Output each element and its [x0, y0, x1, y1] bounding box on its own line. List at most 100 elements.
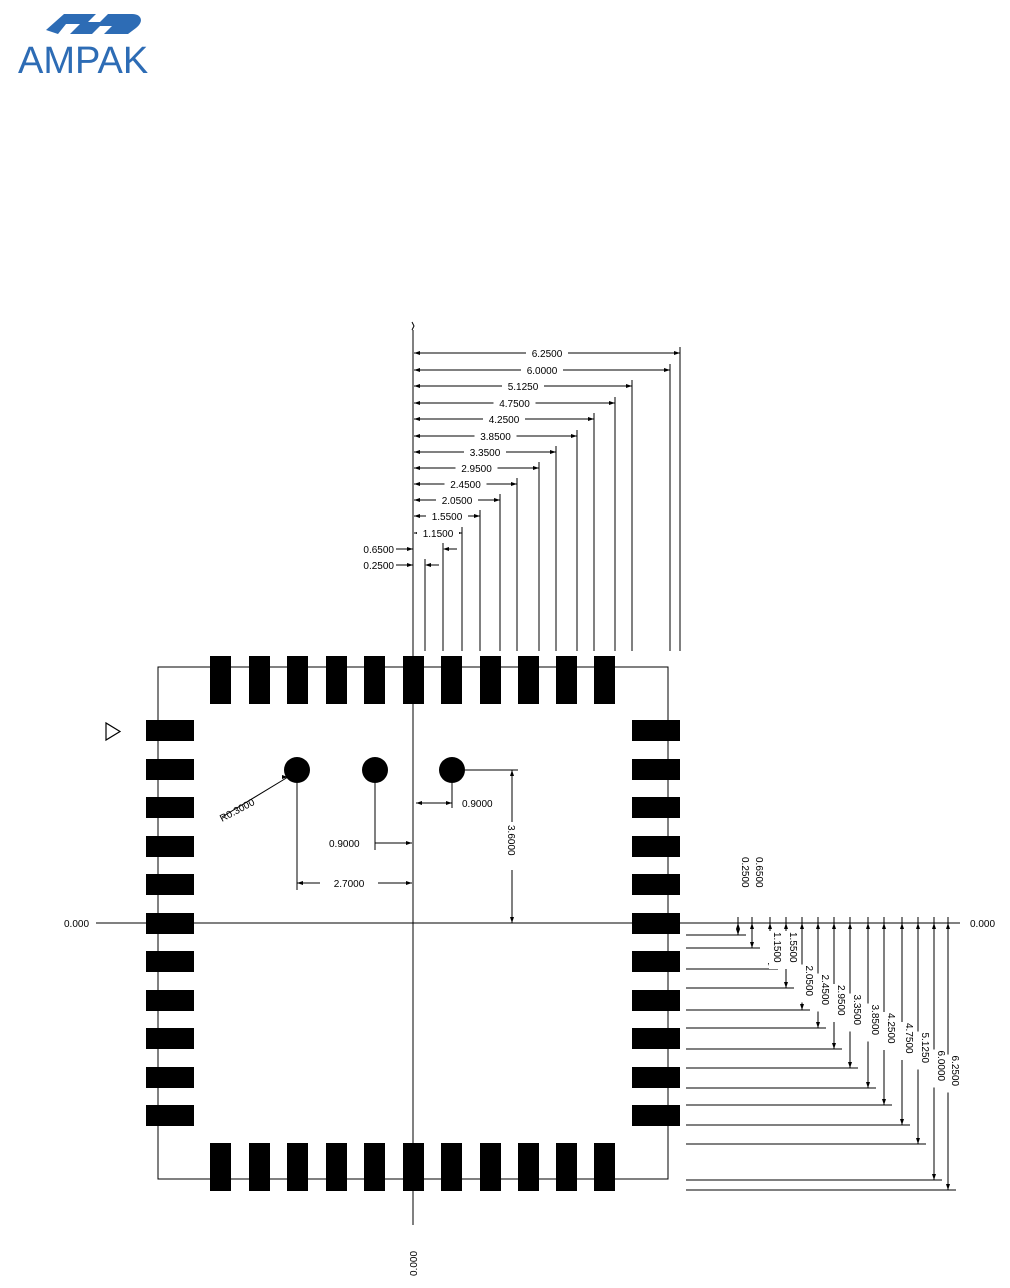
dimension-arrowhead [750, 942, 754, 948]
pad-top [403, 656, 424, 704]
dimension-arrowhead [407, 547, 413, 551]
dimension-arrowhead [800, 1004, 804, 1010]
dimension-arrowhead [407, 563, 413, 567]
pad-top [556, 656, 577, 704]
top-dimension-label: 4.2500 [489, 415, 520, 426]
dimension-arrowhead [571, 434, 577, 438]
hole-offset-right-label: 0.9000 [462, 799, 493, 810]
pad-top [594, 656, 615, 704]
pad-right [632, 1067, 680, 1088]
dimension-arrowhead [946, 1184, 950, 1190]
pad-bottom [441, 1143, 462, 1191]
dimension-arrowhead [414, 368, 420, 372]
dimension-arrowhead [848, 1062, 852, 1068]
pad-right [632, 759, 680, 780]
dimension-arrowhead [414, 482, 420, 486]
dimension-arrowhead [866, 923, 870, 929]
dimension-arrowhead [916, 1138, 920, 1144]
axis-tick [412, 322, 414, 330]
dimension-arrowhead [414, 401, 420, 405]
dimension-arrowhead [832, 1043, 836, 1049]
pad-top [480, 656, 501, 704]
dimension-arrowhead [866, 1082, 870, 1088]
dimension-arrowhead [406, 881, 412, 885]
pad-bottom [287, 1143, 308, 1191]
dimension-arrowhead [416, 801, 422, 805]
right-dimension-label: 3.3500 [851, 995, 862, 1026]
top-dimension-label: 3.3500 [470, 448, 501, 459]
pad-bottom [518, 1143, 539, 1191]
origin-label-left: 0.000 [64, 919, 89, 930]
pad-right [632, 951, 680, 972]
right-dimension-label: 2.9500 [835, 985, 846, 1016]
right-dimension-label: 0.2500 [739, 857, 750, 888]
dimension-arrowhead [848, 923, 852, 929]
right-dimension-label: 6.0000 [935, 1051, 946, 1082]
pad-left [146, 913, 194, 934]
right-dimension-label: 1.5500 [787, 932, 798, 963]
pad-right [632, 836, 680, 857]
dimension-arrowhead [414, 514, 420, 518]
pad-left [146, 1028, 194, 1049]
dimension-arrowhead [750, 923, 754, 929]
dimension-arrowhead [533, 466, 539, 470]
dimension-arrowhead [414, 384, 420, 388]
dimension-arrowhead [550, 450, 556, 454]
top-dimension-label: 0.2500 [363, 561, 394, 572]
dimension-arrowhead [800, 923, 804, 929]
top-dimension-label: 4.7500 [499, 399, 530, 410]
dimension-arrowhead [882, 923, 886, 929]
dimension-arrowhead [882, 1099, 886, 1105]
dimension-arrowhead [784, 982, 788, 988]
dimension-arrowhead [406, 841, 412, 845]
pad-left [146, 951, 194, 972]
pad-right [632, 1028, 680, 1049]
pad-left [146, 720, 194, 741]
right-dimension-label: 0.6500 [753, 857, 764, 888]
right-dimension-label: 2.0500 [803, 966, 814, 997]
right-dimension-label: 4.7500 [903, 1023, 914, 1054]
hole-offset-left-label: 0.9000 [329, 839, 360, 850]
dimension-arrowhead [588, 417, 594, 421]
pad-bottom [210, 1143, 231, 1191]
dimension-arrowhead [297, 881, 303, 885]
top-dimension-label: 6.2500 [532, 349, 563, 360]
dimension-arrowhead [414, 466, 420, 470]
dimension-arrowhead [832, 923, 836, 929]
dimension-arrowhead [946, 923, 950, 929]
dimension-arrowhead [510, 770, 514, 776]
dimension-arrowhead [900, 923, 904, 929]
hole-height-label: 3.6000 [505, 825, 516, 856]
top-dimension-label: 2.0500 [442, 496, 473, 507]
pad-top [518, 656, 539, 704]
dimension-arrowhead [932, 923, 936, 929]
dimension-arrowhead [626, 384, 632, 388]
top-dimension-label: 0.6500 [363, 545, 394, 556]
pad-left [146, 1067, 194, 1088]
pad-top [287, 656, 308, 704]
pad-top [441, 656, 462, 704]
pad-right [632, 874, 680, 895]
pad-right [632, 913, 680, 934]
dimension-arrowhead [474, 514, 480, 518]
right-dimension-label: 1.1500 [771, 932, 782, 963]
pad-bottom [403, 1143, 424, 1191]
right-dimension-label: 5.1250 [919, 1033, 930, 1064]
top-dimension-label: 6.0000 [527, 366, 558, 377]
top-dimension-label: 2.4500 [450, 480, 481, 491]
dimension-arrowhead [414, 450, 420, 454]
pad-bottom [594, 1143, 615, 1191]
pad-bottom [364, 1143, 385, 1191]
dimension-arrowhead [816, 1022, 820, 1028]
dimension-arrowhead [916, 923, 920, 929]
right-dimension-label: 6.2500 [949, 1056, 960, 1087]
dimension-arrowhead [768, 923, 772, 929]
hole-spacing-label: 2.7000 [334, 879, 365, 890]
pad-bottom [249, 1143, 270, 1191]
pad-bottom [556, 1143, 577, 1191]
pin1-triangle-icon [106, 723, 120, 740]
hole-radius-label: R0.3000 [218, 797, 257, 825]
dimension-arrowhead [900, 1119, 904, 1125]
dimension-arrowhead [425, 563, 431, 567]
dimension-arrowhead [414, 498, 420, 502]
